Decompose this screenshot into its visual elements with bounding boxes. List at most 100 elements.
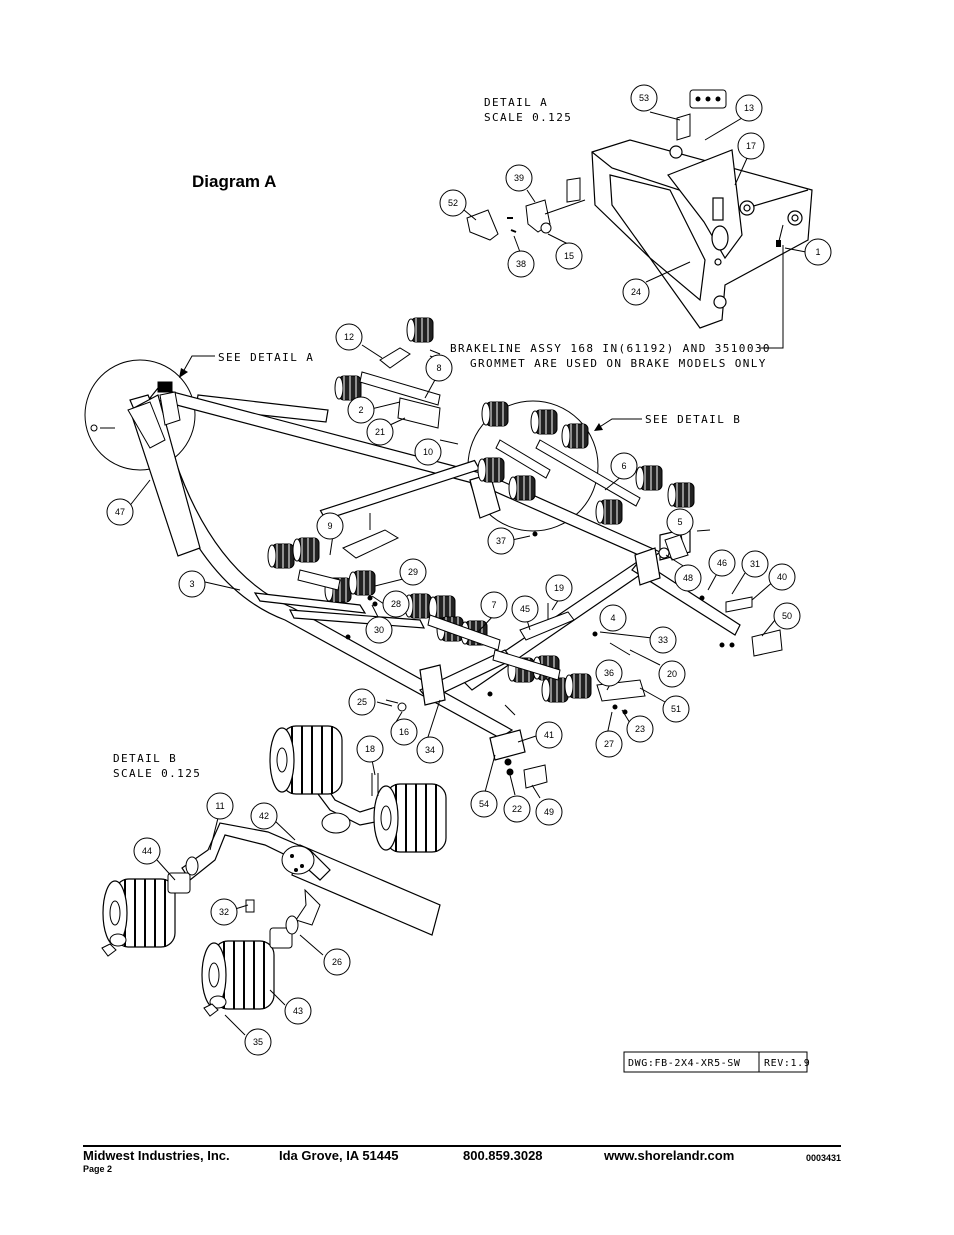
callout-22: 22: [503, 795, 531, 823]
callout-52: 52: [439, 189, 467, 217]
callout-15: 15: [555, 242, 583, 270]
detail-a: DETAIL A SCALE 0.125: [466, 89, 813, 349]
svg-text:35: 35: [253, 1037, 263, 1047]
svg-text:17: 17: [746, 141, 756, 151]
callout-36: 36: [595, 659, 623, 687]
footer-website[interactable]: www.shorelandr.com: [604, 1148, 735, 1163]
svg-text:41: 41: [544, 730, 554, 740]
svg-text:8: 8: [436, 363, 441, 373]
callout-12: 12: [335, 323, 363, 351]
callout-35: 35: [244, 1028, 272, 1056]
svg-text:26: 26: [332, 957, 342, 967]
callout-42: 42: [250, 802, 278, 830]
see-detail-b-label: SEE DETAIL B: [645, 413, 741, 426]
callout-13: 13: [735, 94, 763, 122]
callout-51: 51: [662, 695, 690, 723]
callout-27: 27: [595, 730, 623, 758]
callout-45: 45: [511, 595, 539, 623]
callout-28: 28: [382, 590, 410, 618]
callout-37: 37: [487, 527, 515, 555]
svg-text:54: 54: [479, 799, 489, 809]
svg-text:3: 3: [189, 579, 194, 589]
svg-text:18: 18: [365, 744, 375, 754]
callout-53: 53: [630, 84, 658, 112]
svg-text:1: 1: [815, 247, 820, 257]
callout-7: 7: [480, 591, 508, 619]
callout-31: 31: [741, 550, 769, 578]
callout-47: 47: [106, 498, 134, 526]
callout-44: 44: [133, 837, 161, 865]
callout-33: 33: [649, 626, 677, 654]
callout-3: 3: [178, 570, 206, 598]
brakeline-note-line2: GROMMET ARE USED ON BRAKE MODELS ONLY: [470, 357, 767, 370]
svg-text:44: 44: [142, 846, 152, 856]
svg-text:12: 12: [344, 332, 354, 342]
svg-text:31: 31: [750, 559, 760, 569]
detail-a-title: DETAIL A: [484, 96, 548, 109]
callout-11: 11: [206, 792, 234, 820]
svg-text:16: 16: [399, 727, 409, 737]
svg-text:7: 7: [491, 600, 496, 610]
detail-a-mini: [90, 381, 181, 449]
callout-43: 43: [284, 997, 312, 1025]
svg-text:37: 37: [496, 536, 506, 546]
svg-text:49: 49: [544, 807, 554, 817]
footer-page: Page 2: [83, 1164, 113, 1174]
callout-41: 41: [535, 721, 563, 749]
svg-text:6: 6: [621, 461, 626, 471]
svg-text:53: 53: [639, 93, 649, 103]
callout-17: 17: [737, 132, 765, 160]
footer-phone: 800.859.3028: [463, 1148, 543, 1163]
callout-26: 26: [323, 948, 351, 976]
svg-text:32: 32: [219, 907, 229, 917]
callout-32: 32: [210, 898, 238, 926]
callout-5: 5: [666, 508, 694, 536]
svg-text:23: 23: [635, 724, 645, 734]
drawing-number: DWG:FB-2X4-XR5-SW: [628, 1058, 741, 1069]
svg-text:19: 19: [554, 583, 564, 593]
callout-2: 2: [347, 396, 375, 424]
svg-text:27: 27: [604, 739, 614, 749]
svg-text:28: 28: [391, 599, 401, 609]
callout-18: 18: [356, 735, 384, 763]
callout-40: 40: [768, 563, 796, 591]
svg-text:20: 20: [667, 669, 677, 679]
footer-rule: [83, 1145, 841, 1147]
callout-10: 10: [414, 438, 442, 466]
svg-text:39: 39: [514, 173, 524, 183]
svg-text:38: 38: [516, 259, 526, 269]
svg-text:24: 24: [631, 287, 641, 297]
callout-30: 30: [365, 616, 393, 644]
svg-text:9: 9: [327, 521, 332, 531]
callout-34: 34: [416, 736, 444, 764]
svg-text:46: 46: [717, 558, 727, 568]
svg-text:43: 43: [293, 1006, 303, 1016]
svg-text:51: 51: [671, 704, 681, 714]
svg-text:36: 36: [604, 668, 614, 678]
detail-b-scale: SCALE 0.125: [113, 767, 201, 780]
svg-text:13: 13: [744, 103, 754, 113]
diagram-title: Diagram A: [192, 172, 276, 191]
winch-stand-housing: [591, 139, 813, 329]
svg-text:29: 29: [408, 567, 418, 577]
svg-text:22: 22: [512, 804, 522, 814]
winch-handle: [525, 199, 586, 234]
callout-46: 46: [708, 549, 736, 577]
svg-text:25: 25: [357, 697, 367, 707]
callout-48: 48: [674, 564, 702, 592]
footer-doc-number: 0003431: [806, 1153, 842, 1163]
svg-text:30: 30: [374, 625, 384, 635]
callout-49: 49: [535, 798, 563, 826]
svg-text:40: 40: [777, 572, 787, 582]
callout-50: 50: [773, 602, 801, 630]
detail-a-scale: SCALE 0.125: [484, 111, 572, 124]
callout-1: 1: [804, 238, 832, 266]
callout-21: 21: [366, 418, 394, 446]
svg-text:48: 48: [683, 573, 693, 583]
svg-text:45: 45: [520, 604, 530, 614]
svg-text:52: 52: [448, 198, 458, 208]
callout-8: 8: [425, 354, 453, 382]
footer-location: Ida Grove, IA 51445: [279, 1148, 399, 1163]
svg-text:10: 10: [423, 447, 433, 457]
see-detail-a-label: SEE DETAIL A: [218, 351, 314, 364]
